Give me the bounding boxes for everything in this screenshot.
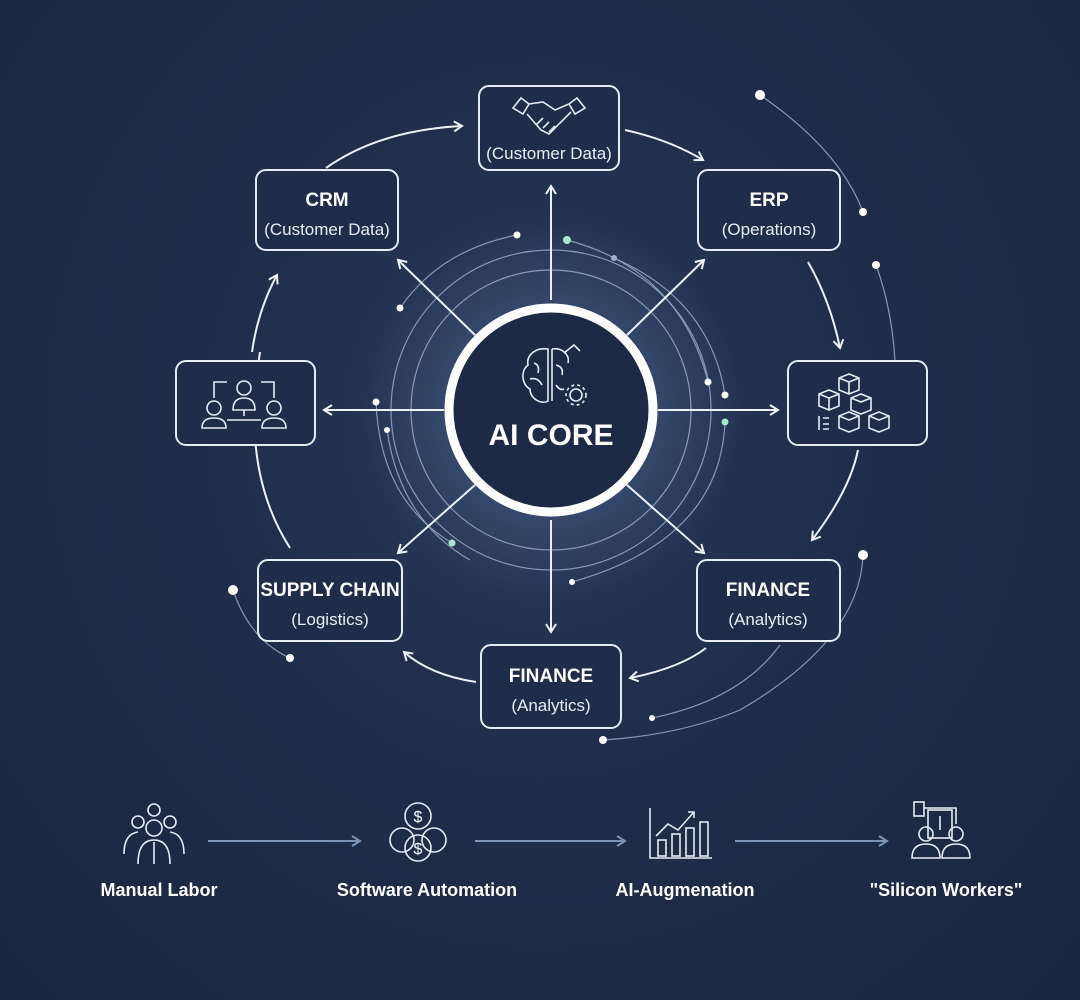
node-finance-bottom-title: FINANCE	[509, 666, 593, 687]
stage-label-manual-labor: Manual Labor	[100, 880, 217, 900]
node-crm-title: CRM	[305, 190, 348, 211]
node-finance-bottom[interactable]: FINANCE (Analytics)	[480, 644, 622, 729]
handshake-icon	[511, 96, 587, 135]
svg-text:$: $	[414, 809, 423, 826]
node-supply-title: SUPPLY CHAIN	[260, 580, 399, 601]
node-erp-sub: (Operations)	[722, 220, 816, 239]
node-supply-chain[interactable]: SUPPLY CHAIN (Logistics)	[257, 559, 403, 642]
node-finance-right[interactable]: FINANCE (Analytics)	[696, 559, 841, 642]
node-erp[interactable]: ERP (Operations)	[697, 169, 841, 251]
node-inventory[interactable]	[787, 360, 928, 446]
svg-text:$: $	[414, 841, 423, 858]
node-crm-sub: (Customer Data)	[264, 220, 390, 239]
workers-group-icon	[123, 803, 185, 865]
node-top-sub: (Customer Data)	[486, 144, 612, 163]
core-spokes	[322, 184, 780, 634]
node-top-customer-data[interactable]: (Customer Data)	[478, 85, 620, 171]
node-supply-sub: (Logistics)	[291, 610, 368, 629]
node-finance-right-sub: (Analytics)	[728, 610, 807, 629]
node-crm[interactable]: CRM (Customer Data)	[255, 169, 399, 251]
stage-label-silicon-workers: "Silicon Workers"	[870, 880, 1023, 900]
cubes-inventory-icon	[818, 373, 890, 433]
node-finance-right-title: FINANCE	[726, 580, 810, 601]
core-label: AI CORE	[488, 419, 613, 452]
people-network-icon	[201, 380, 287, 429]
evolution-timeline: $ $ Manual Labor Software Automation AI-…	[100, 801, 1023, 900]
ai-core[interactable]: AI CORE	[444, 303, 658, 517]
bar-chart-growth-icon	[649, 808, 712, 859]
stage-label-software-automation: Software Automation	[337, 880, 517, 900]
node-finance-bottom-sub: (Analytics)	[511, 696, 590, 715]
people-screen-icon	[911, 801, 971, 859]
coins-icon: $ $	[389, 802, 447, 862]
stage-label-ai-augmentation: AI-Augmenation	[616, 880, 755, 900]
node-people[interactable]	[175, 360, 316, 446]
node-erp-title: ERP	[749, 190, 788, 211]
brain-gear-icon	[522, 343, 587, 406]
